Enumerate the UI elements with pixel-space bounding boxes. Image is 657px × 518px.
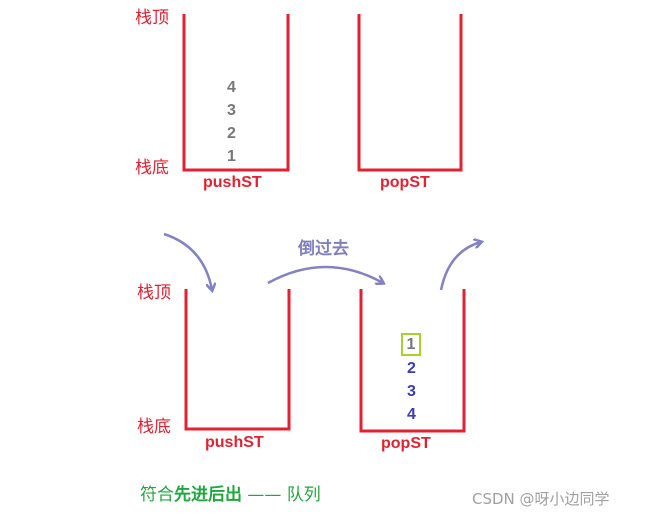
- footer-dash: ——: [247, 485, 282, 505]
- push-stack-item: 1: [227, 148, 236, 165]
- footer-prefix: 符合: [140, 485, 174, 505]
- push-stack-item: 3: [227, 102, 236, 119]
- pop-stack-item: 3: [407, 383, 416, 400]
- footer-note: 符合先进后出 —— 队列: [140, 487, 321, 504]
- watermark: CSDN @呀小边同学: [472, 490, 610, 508]
- push-stack-bottom-container: [184, 289, 291, 431]
- stack-top-label: 栈顶: [135, 8, 169, 28]
- curved-arrow-right-icon: [267, 265, 383, 283]
- pop-stack-item: 4: [407, 406, 416, 423]
- pop-stack-bottom-container: [359, 289, 466, 433]
- pop-stack-name: popST: [380, 174, 430, 191]
- stack-top-label: 栈顶: [137, 283, 171, 303]
- pop-stack-top-container: [357, 14, 463, 172]
- push-stack-name: pushST: [203, 174, 262, 191]
- pop-stack-name: popST: [381, 435, 431, 452]
- curved-arrow-down-icon: [163, 232, 212, 290]
- push-stack-item: 2: [227, 125, 236, 142]
- stack-bottom-label: 栈底: [137, 417, 171, 437]
- push-stack-item: 4: [227, 79, 236, 96]
- footer-emphasis: 先进后出: [174, 485, 242, 505]
- push-stack-top-container: [182, 14, 290, 172]
- highlighted-top-item: 1: [401, 333, 421, 356]
- curved-arrow-up-icon: [439, 242, 481, 291]
- footer-suffix: 队列: [286, 485, 321, 505]
- transfer-caption: 倒过去: [298, 239, 349, 259]
- pop-stack-item: 2: [407, 360, 416, 377]
- stack-bottom-label: 栈底: [135, 158, 169, 178]
- push-stack-name: pushST: [205, 434, 264, 451]
